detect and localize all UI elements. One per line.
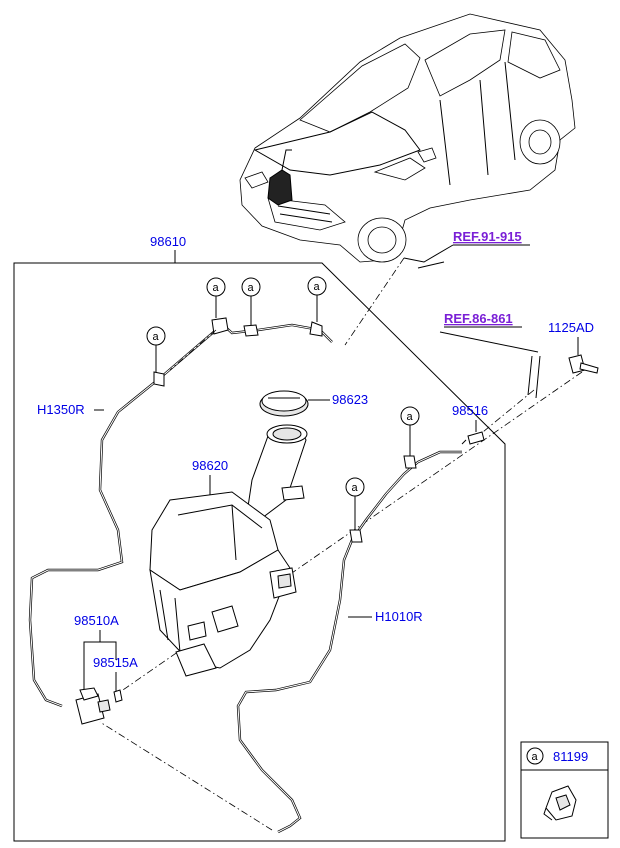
clip-marker-6-letter: a [352,482,359,494]
clip-marker-1-letter: a [213,282,220,294]
clip-marker-4-letter: a [153,331,160,343]
clip-marker-4: a [146,326,166,372]
reference-91-label: REF.91-915 [453,229,522,244]
clip-marker-3: a [307,276,327,322]
reservoir-98620: 98620 [149,424,308,677]
clip-marker-1: a [206,277,226,318]
reference-86-861: REF.86-861 [439,311,541,437]
vehicle-illustration [239,13,576,263]
hose-H1350R: H1350R [28,317,333,708]
reference-86-label: REF.86-861 [444,311,513,326]
part-label-98510A: 98510A [74,613,119,628]
part-label-98516: 98516 [452,403,488,418]
clip-icon [543,785,577,821]
assembly-frame: 98610 [13,234,506,842]
part-label-H1010R: H1010R [375,609,423,624]
clip-marker-6: a [345,477,365,530]
assembly-label: 98610 [150,234,186,249]
clip-marker-5: a [400,406,420,456]
legend-part-number: 81199 [553,749,588,764]
part-label-98623: 98623 [332,392,368,407]
cap-98623: 98623 [259,390,368,417]
legend-box: a 81199 [520,741,609,839]
nozzle-98516: 98516 [452,403,488,445]
part-label-98620: 98620 [192,458,228,473]
clip-marker-3-letter: a [314,281,321,293]
pump-98510A: 98510A 98515A [74,613,138,725]
clip-marker-5-letter: a [407,411,414,423]
clip-marker-2: a [241,277,261,325]
clip-marker-2-letter: a [248,282,255,294]
part-label-1125AD: 1125AD [548,320,594,335]
assembly-guide-lines [99,329,273,831]
clip-markers: a a a a a a [146,276,420,530]
legend-marker: a [532,751,539,763]
part-label-98515A: 98515A [93,655,138,670]
hose-H1010R: H1010R [236,450,462,834]
part-label-H1350R: H1350R [37,402,85,417]
reference-91-915: REF.91-915 [344,229,530,346]
